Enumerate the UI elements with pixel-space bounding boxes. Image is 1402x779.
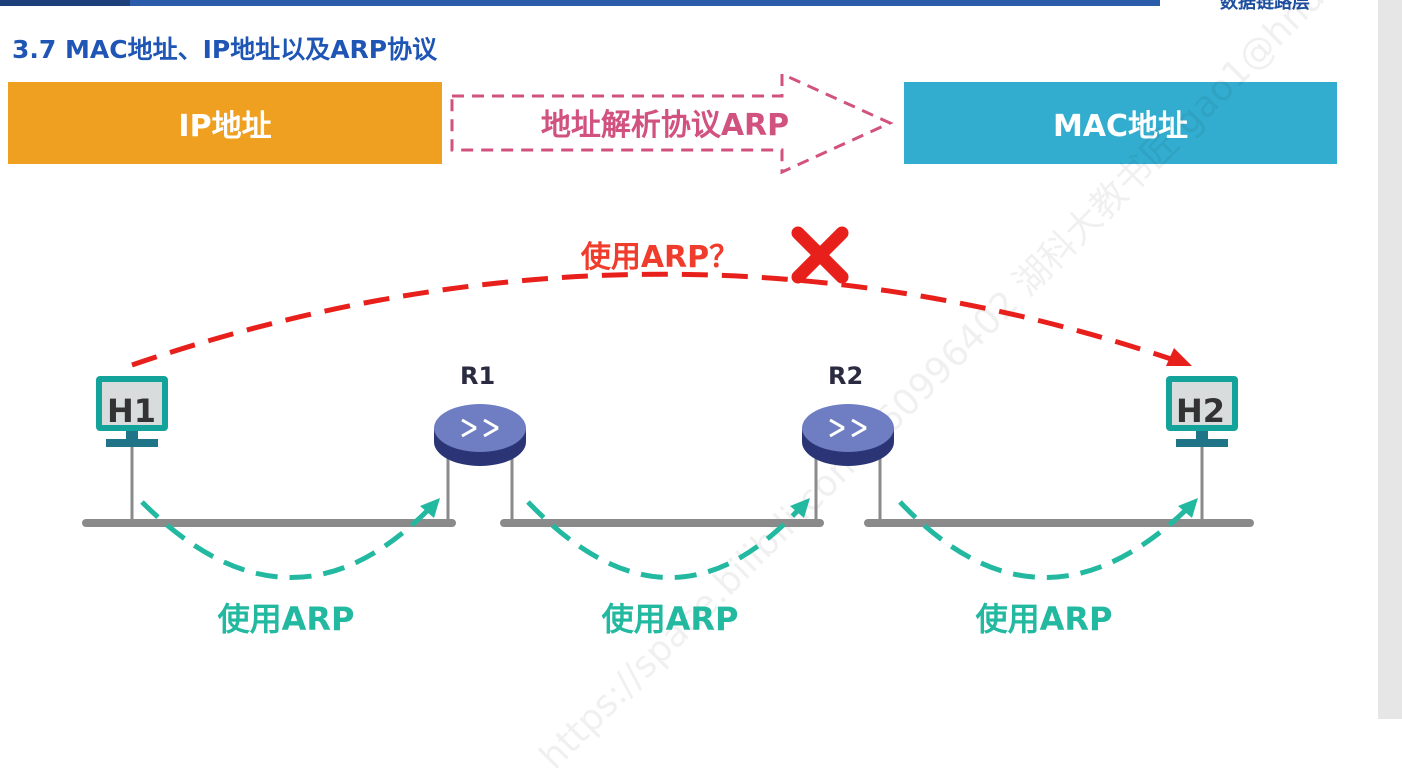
top-accent-bar	[0, 0, 1160, 6]
teal-dashed-arc-1	[140, 500, 432, 580]
router-icon	[802, 404, 894, 520]
corner-section-label: 数据链路层	[1220, 0, 1310, 13]
scrollbar[interactable]	[1378, 0, 1402, 719]
mac-address-box: MAC地址	[904, 82, 1337, 164]
computer-icon	[1166, 376, 1238, 519]
computer-icon	[96, 376, 168, 519]
h2-label: H2	[1176, 392, 1226, 430]
r1-label: R1	[460, 362, 496, 390]
teal-arrowhead-1	[420, 498, 440, 518]
teal-arrowhead-3	[1178, 498, 1198, 518]
arp-arrow-outline	[450, 71, 894, 175]
h1-label: H1	[107, 392, 157, 430]
red-dashed-arc	[131, 271, 1181, 368]
top-accent-tab	[0, 0, 130, 6]
red-question-label: 使用ARP？	[580, 240, 740, 275]
segment-1-label: 使用ARP	[217, 600, 355, 638]
segment-3-label: 使用ARP	[975, 600, 1113, 638]
teal-dashed-arc-3	[898, 500, 1190, 580]
x-mark-icon	[791, 226, 849, 284]
teal-dashed-arc-2	[526, 500, 802, 580]
red-arrowhead	[1166, 348, 1192, 366]
network-diagram	[82, 71, 1254, 580]
r2-label: R2	[828, 362, 864, 390]
segment-2-label: 使用ARP	[601, 600, 739, 638]
router-icon	[434, 404, 526, 520]
arp-arrow-label: 地址解析协议ARP	[540, 108, 790, 143]
teal-arrowhead-2	[790, 498, 810, 518]
mac-address-label: MAC地址	[1052, 109, 1189, 144]
ip-address-box: IP地址	[8, 82, 442, 164]
slide-title: 3.7 MAC地址、IP地址以及ARP协议	[12, 35, 438, 64]
ip-address-label: IP地址	[178, 109, 272, 144]
